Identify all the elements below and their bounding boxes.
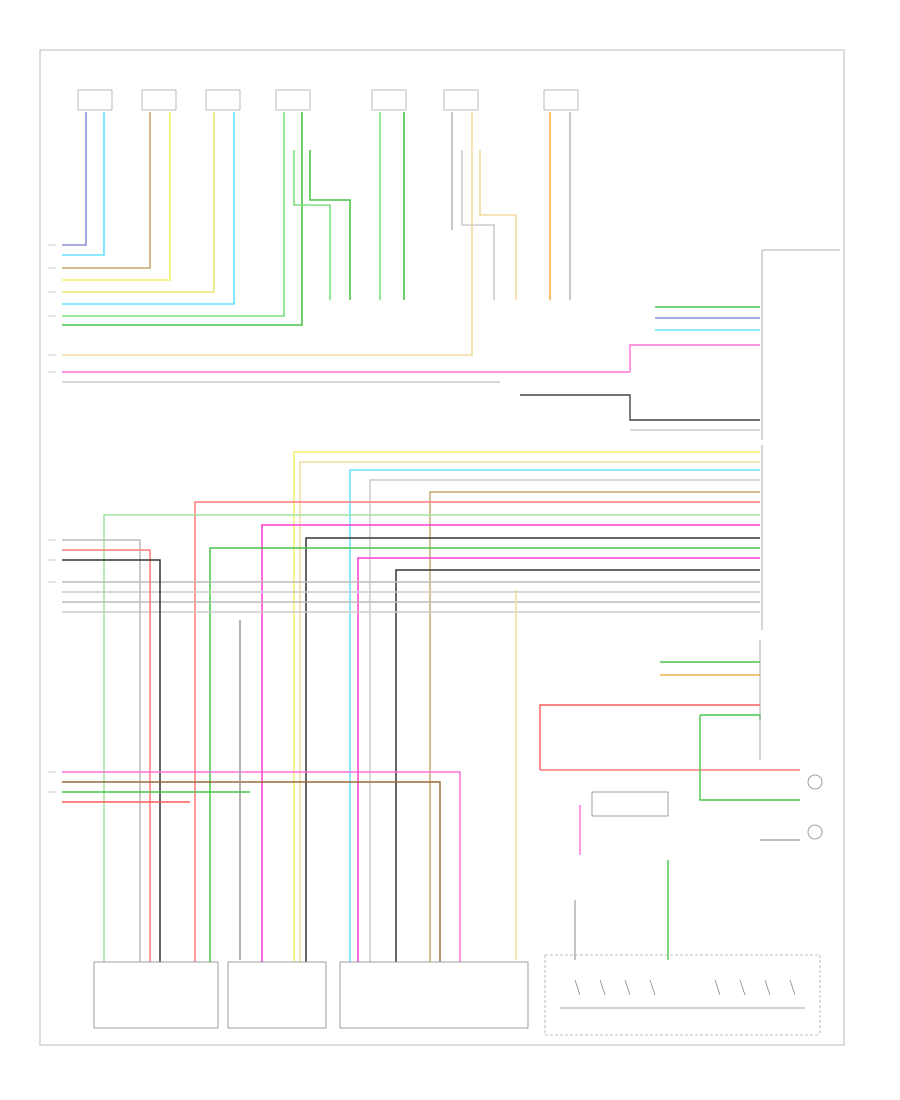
lower-right-components	[591, 640, 823, 840]
wire-black	[395, 569, 760, 1010]
module-box	[339, 961, 529, 1029]
switch-panel	[544, 954, 821, 1036]
switch-contact	[789, 979, 796, 996]
diagram-frame	[39, 49, 845, 1046]
speaker-connector	[205, 89, 241, 111]
wire-green	[699, 715, 800, 801]
speaker-connector	[371, 89, 407, 111]
speaker-connector	[543, 89, 579, 111]
wire-light-green	[103, 514, 760, 1010]
wire-cream	[62, 112, 473, 356]
wire-light-blue	[62, 112, 105, 256]
wire-green	[62, 112, 303, 326]
steering-control-icon	[807, 774, 823, 790]
wire-black	[520, 394, 760, 421]
switch-contact	[739, 979, 746, 996]
wire-grey	[369, 479, 760, 1010]
wire-magenta	[261, 524, 760, 1010]
left-module-wires	[62, 539, 517, 1010]
switch-contact	[649, 979, 656, 996]
upper-left-bus	[62, 344, 760, 383]
right-connector-upper	[761, 249, 840, 440]
speaker-connector	[141, 89, 177, 111]
module-box	[227, 961, 327, 1029]
switch-contact	[574, 979, 581, 996]
wire-tan	[62, 112, 151, 269]
steering-control-icon	[807, 824, 823, 840]
speaker-wires	[62, 112, 571, 356]
switch-contact	[764, 979, 771, 996]
bottom-modules	[93, 961, 529, 1029]
speaker-connector	[275, 89, 311, 111]
wire-black	[305, 537, 760, 1010]
wire-green	[700, 714, 761, 720]
right-upper-wires	[520, 306, 760, 431]
wire-red	[62, 549, 151, 1010]
wire-red	[539, 704, 760, 770]
relay-box	[591, 791, 669, 817]
middle-bus	[62, 451, 760, 1010]
wire-light-blue	[349, 469, 760, 1010]
wire-cream	[299, 461, 760, 1010]
lower-right-wires	[539, 661, 800, 960]
switch-contact	[714, 979, 721, 996]
speaker-connector	[77, 89, 113, 111]
switch-contact	[599, 979, 606, 996]
wire-yellow	[293, 451, 760, 1010]
wire-light-green	[62, 112, 285, 317]
wire-brown	[429, 491, 760, 1010]
wire-magenta	[357, 557, 760, 1010]
wire-blue	[62, 112, 87, 246]
switch-contact	[624, 979, 631, 996]
wire-light-green	[293, 150, 331, 300]
wire-pink	[629, 344, 760, 372]
wire-cream	[479, 150, 517, 300]
wire-red	[194, 501, 760, 1010]
wire-light-blue	[62, 112, 235, 305]
wire-green	[209, 547, 760, 1010]
wire-yellow	[62, 112, 215, 293]
wire-magenta	[62, 771, 461, 1010]
wire-brown	[62, 781, 441, 1010]
left-pin-ticks	[48, 244, 56, 793]
module-box	[93, 961, 219, 1029]
wire-black	[62, 559, 161, 1010]
wire-green	[309, 150, 351, 300]
speaker-connectors	[77, 89, 579, 111]
wire-grey	[461, 150, 495, 300]
speaker-connector	[443, 89, 479, 111]
wire-grey	[62, 539, 141, 1010]
wire-yellow	[62, 112, 171, 281]
